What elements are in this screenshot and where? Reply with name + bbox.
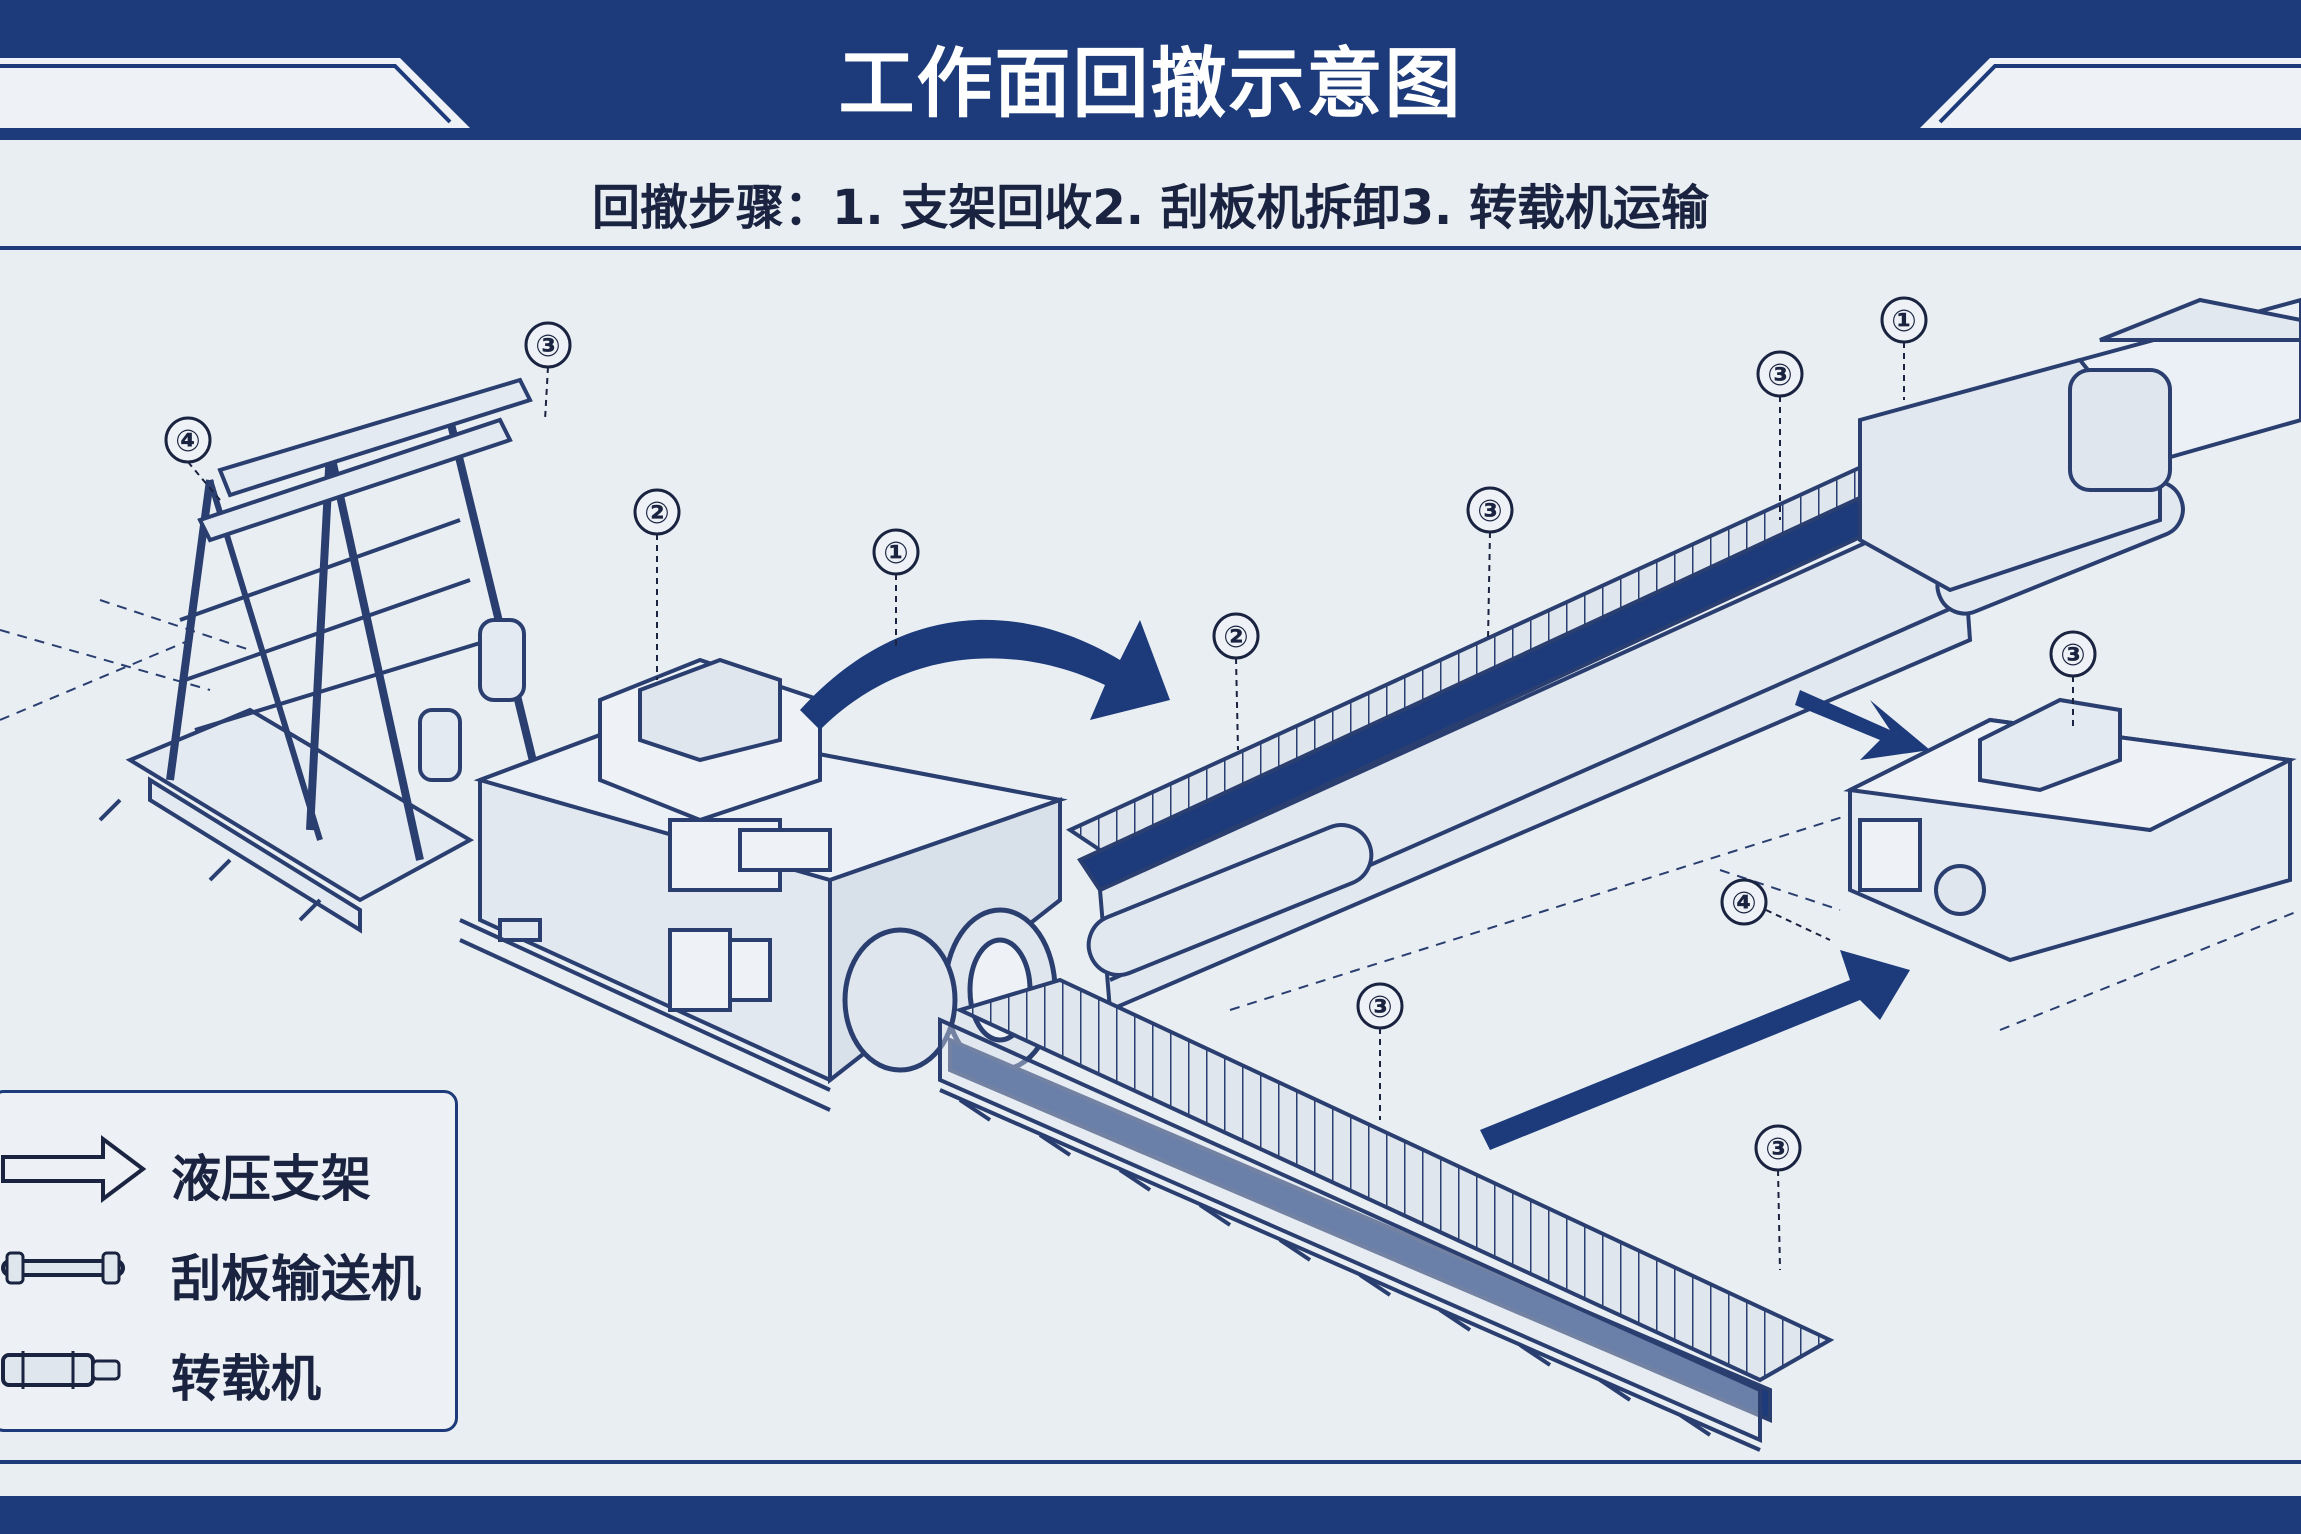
callout-text: ② [644, 496, 669, 531]
transfer-loader [1858, 297, 2301, 593]
callout-text: ② [1223, 620, 1248, 655]
footer-band [0, 1460, 2301, 1534]
conveyor-rod-icon [1, 1251, 125, 1285]
rail-ties [958, 1098, 1712, 1437]
callout-text: ③ [1477, 494, 1502, 529]
dashed-guides [0, 599, 2301, 1031]
callout-text: ③ [1765, 1132, 1790, 1167]
legend-label: 转载机 [171, 1350, 321, 1408]
callout-3-d: ③ [2049, 630, 2097, 730]
callout-text: ④ [175, 424, 200, 459]
callout-2-a: ② [633, 488, 681, 680]
legend-label: 刮板输送机 [171, 1250, 421, 1308]
callout-text: ③ [1367, 990, 1392, 1025]
legend-item-scraper-conveyor: 刮板输送机 [0, 1229, 453, 1309]
callout-3-b: ③ [1466, 486, 1514, 641]
callouts: ③ ④ ② ① ② ③ ③ ① ③ ④ ③ ③ [164, 296, 2097, 1271]
hollow-arrow-icon [1, 1135, 147, 1203]
callout-2-b: ② [1212, 612, 1260, 751]
callout-text: ① [1891, 304, 1916, 339]
callout-4-b: ④ [1720, 878, 1831, 941]
delivered-equipment [1843, 697, 2297, 963]
legend-label: 液压支架 [171, 1150, 371, 1208]
header-band [0, 0, 2301, 140]
subtitle: 回撤步骤：1. 支架回收2. 刮板机拆卸3. 转载机运输 [591, 180, 1710, 236]
callout-3-e: ③ [1356, 982, 1404, 1120]
callout-1-a: ① [872, 528, 920, 650]
legend-item-hydraulic-support: 液压支架 [0, 1129, 453, 1209]
callout-3-c: ③ [1756, 350, 1804, 520]
flow-arrows [800, 619, 1930, 1150]
hydraulic-support-frame [98, 377, 544, 934]
callout-4-a: ④ [164, 416, 221, 501]
callout-3-f: ③ [1754, 1124, 1802, 1271]
callout-1-b: ① [1880, 296, 1928, 400]
legend: 液压支架 刮板输送机 转载机 [0, 1090, 458, 1432]
page-title: 工作面回撤示意图 [838, 39, 1463, 128]
callout-text: ③ [2060, 638, 2085, 673]
callout-text: ④ [1731, 886, 1756, 921]
callout-text: ③ [535, 329, 560, 364]
callout-3-a: ③ [524, 321, 572, 421]
lower-conveyor [938, 977, 1835, 1452]
callout-text: ③ [1767, 358, 1792, 393]
loader-cylinder-icon [1, 1351, 121, 1389]
legend-item-transfer-loader: 转载机 [0, 1329, 453, 1409]
callout-text: ① [883, 536, 908, 571]
